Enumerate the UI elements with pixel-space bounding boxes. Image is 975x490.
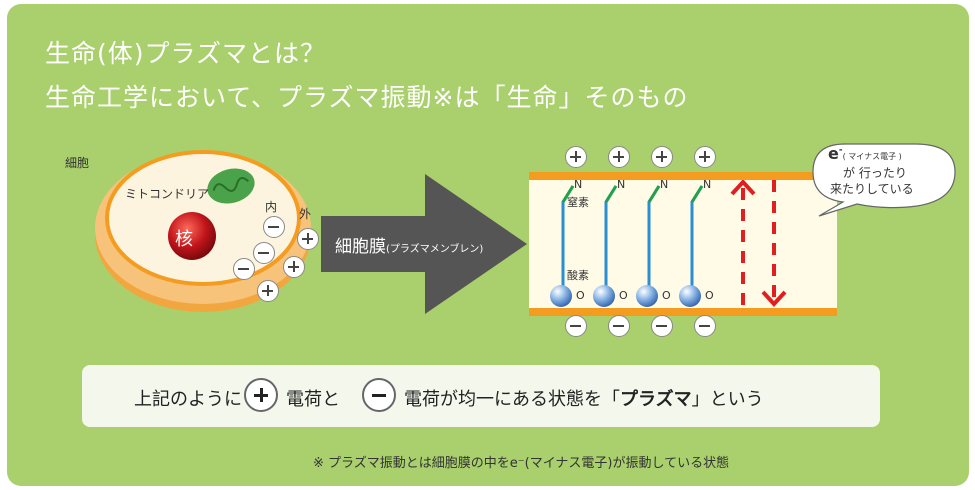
diagram-panel: 生命(体)プラズマとは？ 生命工学において、プラズマ振動※は「生命」そのもの 細…	[7, 4, 969, 486]
o-atom-label: O	[705, 289, 714, 302]
summary-charge1: 電荷と	[286, 389, 340, 410]
o-atom-label: O	[619, 289, 628, 302]
plus-charge-icon	[297, 228, 319, 250]
electron-symbol: e	[828, 144, 839, 163]
oxygen-atom	[636, 285, 658, 307]
n-atom-label: N	[617, 178, 626, 191]
electron-label: e-( マイナス電子 )	[828, 144, 902, 163]
plus-charge-icon	[283, 256, 305, 278]
arrow-down-icon	[761, 290, 787, 307]
o-atom-label: O	[576, 289, 585, 302]
cell-illustration	[95, 150, 311, 312]
summary-bold: プラズマ	[620, 389, 692, 410]
plus-charge-icon	[565, 146, 587, 168]
mitochondria-shape	[207, 168, 255, 204]
inner-label: 内	[265, 200, 278, 214]
summary-after: 」という	[691, 389, 764, 410]
membrane-interior	[529, 180, 837, 308]
summary-box: 上記のように 電荷と 電荷が均一にある状態を「プラズマ」という	[82, 365, 880, 427]
speech-bubble	[812, 143, 956, 217]
footnote: ※ プラズマ振動とは細胞膜の中をe⁻(マイナス電子)が振動している状態	[313, 456, 730, 471]
n-atom-label: N	[660, 178, 669, 191]
oxygen-atom	[550, 285, 572, 307]
o-atom-label: O	[662, 289, 671, 302]
arrow-up-icon	[730, 180, 756, 196]
minus-charge-icon	[362, 378, 396, 412]
cell-membrane-outline	[105, 150, 301, 286]
plus-charge-icon	[694, 146, 716, 168]
summary-before: 上記のように	[134, 389, 242, 410]
outer-label: 外	[299, 207, 312, 221]
plus-charge-icon	[244, 378, 278, 412]
minus-charge-icon	[565, 315, 587, 337]
summary-charge2: 電荷が均一にある状態を「	[404, 389, 620, 410]
membrane-top-layer	[529, 172, 837, 180]
plus-charge-icon	[608, 146, 630, 168]
cell-label: 細胞	[65, 156, 90, 170]
arrow-label: 細胞膜(プラズマメンブレン)	[335, 232, 483, 257]
bubble-line-2: が 行ったり	[843, 166, 907, 180]
nucleus-shape	[168, 212, 216, 260]
oxygen-atom	[679, 285, 701, 307]
arrow-shape	[321, 174, 527, 314]
plus-charge-icon	[257, 280, 279, 302]
molecule-chains	[550, 180, 787, 307]
membrane-bottom-layer	[529, 308, 837, 316]
n-atom-label: N	[703, 178, 712, 191]
oscillation-arrows	[741, 180, 776, 306]
minus-charge-icon	[651, 315, 673, 337]
electron-note: ( マイナス電子 )	[842, 152, 902, 161]
minus-charge-icon	[253, 242, 275, 264]
minus-charge-icon	[694, 315, 716, 337]
nitrogen-label: 窒素	[567, 196, 589, 209]
oxygen-atom	[593, 285, 615, 307]
minus-charge-icon	[263, 216, 285, 238]
oxygen-label: 酸素	[567, 269, 589, 282]
bubble-line-3: 来たりしている	[830, 182, 914, 196]
minus-charge-icon	[233, 258, 255, 280]
summary-sentence: 電荷が均一にある状態を「プラズマ」という	[404, 385, 764, 411]
title-line-2: 生命工学において、プラズマ振動※は「生命」そのもの	[45, 83, 689, 112]
plasma-membrane-text: (プラズマメンブレン)	[386, 244, 484, 255]
mitochondria-label: ミトコンドリア	[125, 187, 210, 201]
cell-membrane-text: 細胞膜	[335, 237, 386, 257]
plus-charge-icon	[651, 146, 673, 168]
n-atom-label: N	[574, 178, 583, 191]
nucleus-label: 核	[175, 229, 193, 250]
title-line-1: 生命(体)プラズマとは？	[45, 39, 327, 68]
electron-sign: -	[838, 145, 843, 156]
minus-charge-icon	[608, 315, 630, 337]
